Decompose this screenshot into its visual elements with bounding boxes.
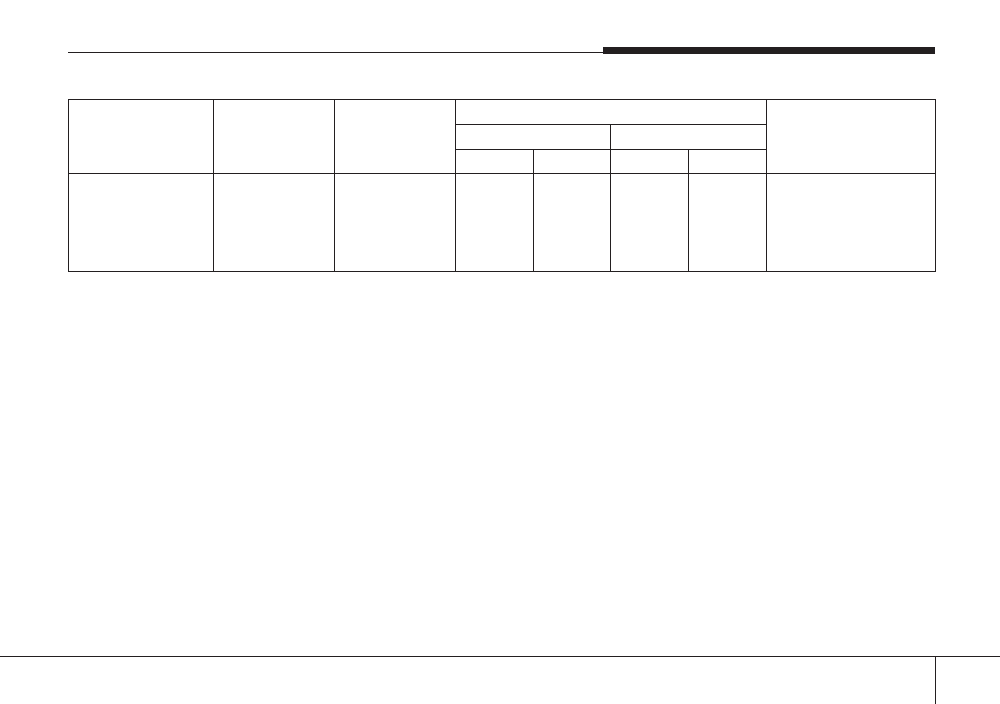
table-row (68, 173, 936, 272)
table-cell (68, 173, 214, 272)
table-header-cell (766, 99, 936, 174)
table-cell (334, 173, 456, 272)
table-subheader-cell (610, 124, 767, 150)
table-subheader-cell (455, 124, 611, 150)
table-cell (213, 173, 335, 272)
table-header-cell (213, 99, 335, 174)
table-cell (533, 173, 611, 272)
table-subheader-cell (610, 149, 689, 174)
table-header-cell (68, 99, 214, 174)
table-subheader-cell (533, 149, 611, 174)
footer-divider (935, 657, 936, 704)
footer-rule (0, 656, 1000, 657)
table-cell (455, 173, 534, 272)
table-cell (688, 173, 767, 272)
table-subheader-cell (688, 149, 767, 174)
table-header-cell (334, 99, 456, 174)
table-cell (610, 173, 689, 272)
table-cell (766, 173, 936, 272)
table-header-row (68, 99, 936, 174)
header-accent-bar (603, 47, 935, 54)
table-header-group-cell (455, 99, 767, 125)
table-subheader-cell (455, 149, 534, 174)
spec-table (68, 99, 936, 272)
header-rule (68, 52, 935, 53)
